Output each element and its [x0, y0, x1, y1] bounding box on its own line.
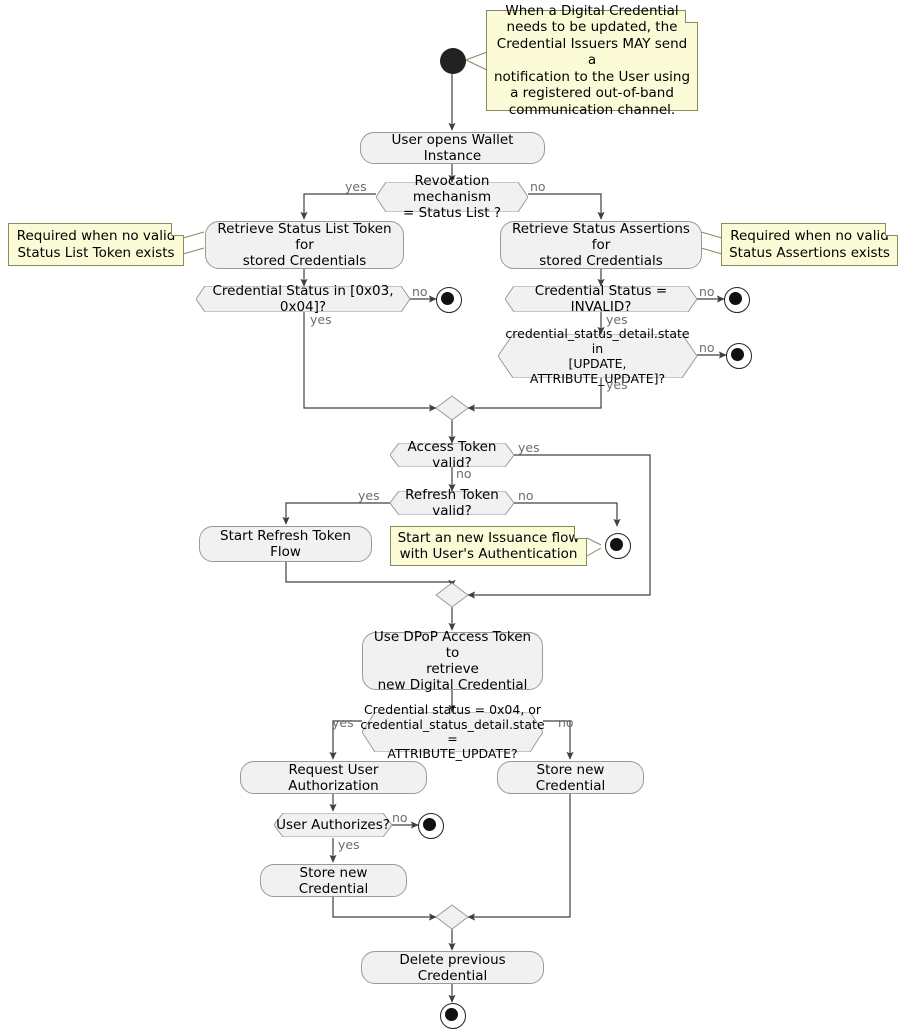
activity-request-user-authorization-label: Request User Authorization	[288, 761, 379, 794]
edge-label-detail-no: no	[699, 340, 715, 355]
decision-credential-status-0x04[interactable]: Credential status = 0x04, or credential_…	[360, 702, 544, 760]
note-start-text: When a Digital Credential needs to be up…	[493, 2, 691, 118]
activity-request-user-authorization[interactable]: Request User Authorization	[240, 761, 427, 794]
activity-delete-previous-credential-label: Delete previous Credential	[399, 951, 506, 984]
edge-label-detail-yes: yes	[606, 377, 628, 392]
activity-start-refresh-token-flow[interactable]: Start Refresh Token Flow	[199, 526, 372, 562]
activity-delete-previous-credential[interactable]: Delete previous Credential	[361, 951, 544, 984]
edge-label-status-list-yes: yes	[310, 312, 332, 327]
end-node-invalid-no	[724, 287, 750, 313]
activity-retrieve-status-assertions[interactable]: Retrieve Status Assertions for stored Cr…	[500, 221, 702, 269]
edge-label-access-token-yes: yes	[518, 440, 540, 455]
note-start: When a Digital Credential needs to be up…	[486, 3, 698, 118]
merge-diamond-2	[435, 582, 469, 608]
decision-access-token-valid[interactable]: Access Token valid?	[390, 439, 514, 471]
start-node	[440, 48, 466, 74]
activity-store-new-credential-left[interactable]: Store new Credential	[260, 864, 407, 897]
end-node-status-list-no	[436, 287, 462, 313]
edge-label-user-authorizes-yes: yes	[338, 837, 360, 852]
merge-diamond-3	[435, 904, 469, 930]
activity-use-dpop-access-token[interactable]: Use DPoP Access Token to retrieve new Di…	[362, 629, 543, 693]
end-node-final	[440, 1003, 466, 1029]
note-status-list-required-text: Required when no valid Status List Token…	[16, 228, 176, 261]
edge-label-revocation-yes: yes	[345, 179, 367, 194]
note-fold-corner-icon	[685, 10, 698, 23]
decision-credential-status-detail-state[interactable]: credential_status_detail.state in [UPDAT…	[498, 326, 697, 386]
activity-store-new-credential-left-label: Store new Credential	[298, 864, 369, 897]
note-fold-corner-icon	[574, 526, 587, 539]
end-node-user-authorizes-no	[418, 813, 444, 839]
note-status-assertions-required-text: Required when no valid Status Assertions…	[729, 228, 890, 261]
decision-refresh-token-valid[interactable]: Refresh Token valid?	[390, 487, 514, 519]
note-status-list-required: Required when no valid Status List Token…	[8, 223, 184, 266]
edge-label-revocation-no: no	[530, 179, 546, 194]
decision-credential-status-invalid[interactable]: Credential Status = INVALID?	[505, 283, 697, 315]
edge-label-user-authorizes-no: no	[392, 810, 408, 825]
note-fold-corner-icon	[885, 223, 898, 236]
activity-store-new-credential-right-label: Store new Credential	[535, 761, 606, 794]
note-start-issuance-flow-text: Start an new Issuance flow with User's A…	[397, 529, 580, 563]
edge-label-invalid-yes: yes	[606, 312, 628, 327]
note-fold-corner-icon	[171, 223, 184, 236]
decision-user-authorizes[interactable]: User Authorizes?	[274, 813, 392, 837]
edge-label-refresh-token-no: no	[518, 488, 534, 503]
note-status-assertions-required: Required when no valid Status Assertions…	[721, 223, 898, 266]
edge-label-refresh-token-yes: yes	[358, 488, 380, 503]
end-node-detail-no	[726, 343, 752, 369]
edge-label-invalid-no: no	[699, 284, 715, 299]
activity-retrieve-status-list-token[interactable]: Retrieve Status List Token for stored Cr…	[205, 221, 404, 269]
activity-retrieve-status-list-token-label: Retrieve Status List Token for stored Cr…	[217, 221, 392, 269]
edge-label-status-0x04-no: no	[558, 715, 574, 730]
activity-user-opens-wallet-label: User opens Wallet Instance	[391, 132, 514, 164]
activity-retrieve-status-assertions-label: Retrieve Status Assertions for stored Cr…	[512, 221, 690, 269]
activity-start-refresh-token-flow-label: Start Refresh Token Flow	[220, 528, 351, 560]
activity-store-new-credential-right[interactable]: Store new Credential	[497, 761, 644, 794]
edge-label-status-list-no: no	[412, 284, 428, 299]
merge-diamond-1	[435, 395, 469, 421]
edge-label-status-0x04-yes: yes	[332, 715, 354, 730]
decision-credential-status-in-list[interactable]: Credential Status in [0x03, 0x04]?	[196, 283, 410, 315]
activity-use-dpop-access-token-label: Use DPoP Access Token to retrieve new Di…	[373, 629, 532, 693]
activity-user-opens-wallet[interactable]: User opens Wallet Instance	[360, 132, 545, 164]
end-node-issuance	[605, 533, 631, 559]
edge-label-access-token-no: no	[456, 466, 472, 481]
decision-revocation-mechanism[interactable]: Revocation mechanism = Status List ?	[376, 173, 528, 221]
note-start-issuance-flow: Start an new Issuance flow with User's A…	[390, 526, 587, 566]
